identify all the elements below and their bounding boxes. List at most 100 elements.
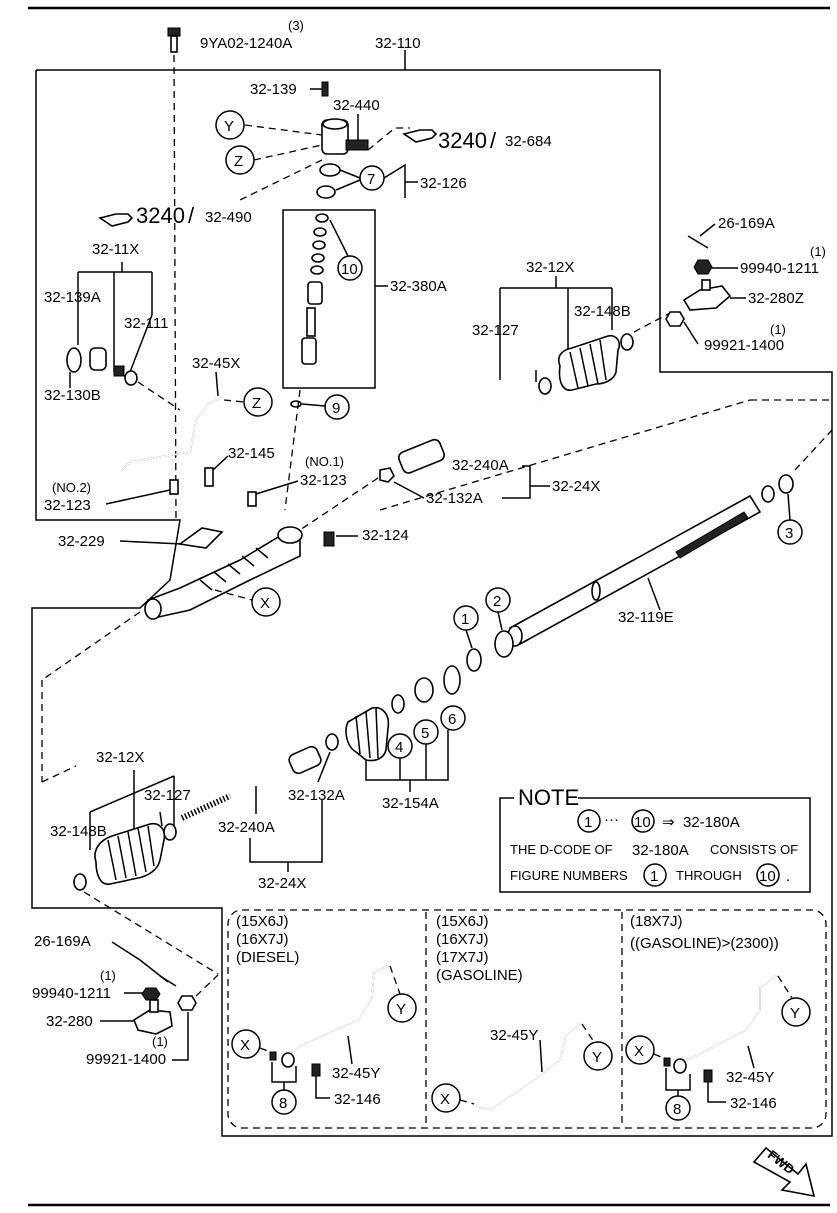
variant-1-bracket-8 — [271, 1062, 297, 1090]
bolt-32-123-b-icon — [169, 479, 179, 495]
dash-z-mid — [223, 399, 245, 403]
callout-6 — [440, 705, 466, 731]
label-32-124: 32-124 — [362, 527, 409, 544]
variant-3-bolt-icon — [703, 1069, 713, 1083]
leader-32-123-b — [105, 489, 171, 505]
dash-top-rack — [299, 477, 379, 531]
screw-32-139-icon — [321, 81, 329, 97]
label-32-123-b: 32-123 — [44, 497, 91, 514]
callout-3-text: 3 — [785, 525, 793, 542]
leader-2 — [497, 611, 503, 631]
callout-7-text: 7 — [367, 171, 375, 188]
variant-3-dash-y — [777, 975, 793, 999]
label-no1: (NO.1) — [305, 454, 344, 469]
pin-bot-icon — [159, 811, 163, 827]
leader-3 — [787, 493, 791, 521]
locknut-32-132a-bot-icon — [325, 733, 339, 751]
nut-99940-top-icon — [693, 259, 713, 275]
label-32-139: 32-139 — [250, 81, 297, 98]
label-32-11x: 32-11X — [92, 241, 139, 258]
label-26-169a-top: 26-169A — [718, 215, 775, 232]
label-32-111: 32-111 — [124, 315, 168, 332]
callout-4-text: 4 — [395, 739, 403, 756]
callout-z-mid — [243, 387, 273, 417]
dash-z-top — [253, 144, 323, 161]
leader-7a — [339, 169, 361, 179]
label-32-145: 32-145 — [228, 445, 275, 462]
bushing-32-139a-icon — [89, 347, 107, 371]
variant-3-callout-y-text: Y — [790, 1005, 800, 1022]
seal-upper-icon — [319, 163, 341, 177]
label-32-12x-top: 32-12X — [526, 259, 574, 276]
label-99940-bot-qty: (1) — [100, 968, 116, 983]
label-26-169a-bot: 26-169A — [34, 933, 91, 950]
seal-kit-icon — [301, 213, 329, 365]
leader-10 — [329, 219, 349, 257]
variant-1-callout-8-text: 8 — [279, 1095, 287, 1112]
note-callout-10 — [631, 809, 655, 833]
dash-tie-rod-bot2 — [195, 974, 219, 997]
callout-10-text: 10 — [341, 261, 358, 278]
nut-99921-bot-icon — [177, 995, 197, 1011]
label-99921-top: 99921-1400 — [704, 337, 784, 354]
callout-9 — [324, 394, 350, 420]
leader-99921-bot — [172, 1012, 189, 1061]
bushing-5-icon — [414, 677, 434, 703]
label-9ya02-qty: (3) — [288, 18, 304, 33]
dash-cylinder-upper — [379, 399, 751, 511]
callout-z-top-text: Z — [234, 153, 243, 170]
label-32-12x-bot: 32-12X — [96, 749, 144, 766]
label-32-139a: 32-139A — [44, 289, 101, 306]
leader-99921-top — [683, 321, 699, 345]
label-32-126: 32-126 — [420, 175, 467, 192]
note-arrow: ⇒ — [662, 814, 675, 831]
label-32-130b: 32-130B — [44, 387, 101, 404]
callout-6-text: 6 — [448, 711, 456, 728]
dash-tie-rod-bot — [83, 891, 219, 975]
fwd-arrow-icon — [752, 1146, 816, 1198]
label-32-240a-bot: 32-240A — [218, 819, 275, 836]
note-target: 32-180A — [683, 814, 740, 831]
inner-tie-rod-bot-icon — [180, 745, 322, 821]
variant-1-l3: (DIESEL) — [236, 949, 299, 966]
dash-bolt-top — [173, 54, 177, 521]
variant-1-pipe-label: 32-45Y — [332, 1065, 380, 1082]
inner-tie-rod-top-icon — [397, 398, 541, 474]
bracket-32-24x-top — [502, 465, 550, 499]
dash-tie-rod-top — [633, 313, 669, 333]
note-callout-10-text: 10 — [634, 814, 651, 831]
dash-valve-down — [284, 389, 301, 511]
label-32-110: 32-110 — [375, 35, 421, 52]
variant-1-washer-icon — [269, 1051, 277, 1061]
bolt-32-145-icon — [204, 467, 214, 487]
variant-3-callout-x-text: X — [634, 1043, 644, 1060]
note-line3-mid: THROUGH — [676, 868, 742, 883]
ref-top-slash: / — [490, 128, 497, 153]
variant-3-pipe-inner — [675, 975, 777, 1065]
callout-1-text: 1 — [461, 611, 469, 628]
variant-1-fitting-icon — [281, 1052, 295, 1068]
callout-y-top — [215, 110, 245, 140]
label-99940-top: 99940-1211 — [740, 260, 819, 277]
pointing-hand-icon-left — [98, 213, 134, 227]
label-99940-top-qty: (1) — [810, 244, 826, 259]
note-callout-1 — [577, 809, 601, 833]
variant-1-callout-8 — [271, 1089, 297, 1115]
tie-rod-end-top-icon — [682, 279, 732, 311]
label-32-380a: 32-380A — [390, 278, 447, 295]
ref-left-code: 32-490 — [205, 209, 252, 226]
variant-1-pipe-icon — [283, 965, 389, 1059]
clip-top-icon — [538, 377, 552, 395]
locknut-32-132a-top-icon — [379, 467, 395, 483]
leader-26-169a-bot — [111, 941, 169, 983]
note-callout-10b-text: 10 — [759, 868, 776, 885]
variant-3-pipe-icon — [675, 975, 777, 1065]
seal-32-130b-icon — [66, 347, 82, 373]
variant-1-bolt-icon — [311, 1063, 321, 1077]
label-32-154a: 32-154A — [382, 795, 439, 812]
callout-5-text: 5 — [421, 725, 429, 742]
bolt-32-124-icon — [323, 531, 335, 547]
leader-7b — [335, 179, 361, 191]
bracket-32-154a — [365, 730, 449, 792]
plate-32-229-icon — [177, 527, 224, 549]
